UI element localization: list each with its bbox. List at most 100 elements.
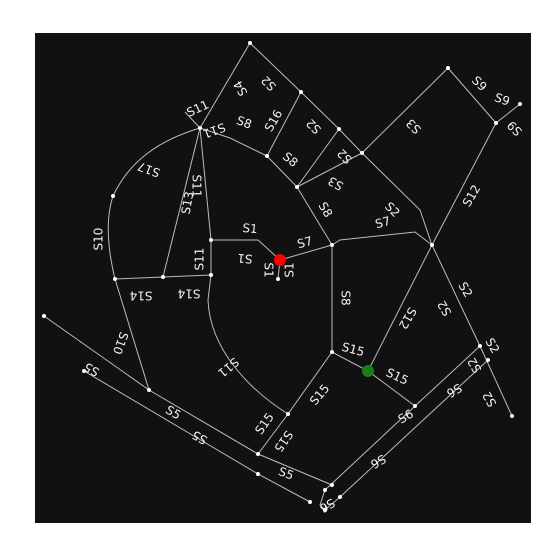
street-label: S7 (296, 234, 314, 251)
node (248, 41, 252, 45)
street-label: S1 (242, 221, 258, 236)
road-s3-upper (361, 67, 449, 154)
street-label: S6 (317, 496, 337, 516)
node (478, 344, 482, 348)
road-s10-upper (107, 195, 116, 280)
street-label: S2 (435, 298, 455, 318)
road-s17 (112, 127, 201, 197)
street-label: S8 (280, 149, 301, 170)
street-label: S8 (316, 200, 336, 220)
road-s2-east (361, 152, 433, 246)
destination-marker[interactable] (362, 365, 374, 377)
street-label: S1 (262, 262, 276, 277)
street-label: S10 (92, 228, 106, 251)
road-s2-southeast (431, 244, 513, 417)
road-s5-north (43, 315, 333, 486)
node (286, 412, 290, 416)
node (82, 369, 86, 373)
street-label: S8 (339, 290, 353, 305)
node (147, 388, 151, 392)
road-s8-lower (296, 186, 333, 246)
street-label: S6 (396, 407, 416, 427)
road-s8-mid (266, 155, 298, 188)
street-label: S17 (136, 159, 162, 180)
node (323, 508, 327, 512)
road-s16 (266, 91, 302, 157)
node (446, 66, 450, 70)
node (308, 500, 312, 504)
street-label: S8 (235, 113, 254, 131)
road-s6-link (319, 489, 326, 511)
road-s12-south (367, 244, 433, 372)
street-label: S1 (237, 251, 253, 266)
road-s1-north (211, 239, 281, 261)
road-s4-lower (199, 42, 251, 129)
street-label: S5 (82, 360, 102, 380)
intersection-nodes (42, 41, 522, 512)
street-label: S10 (110, 330, 131, 356)
street-label: S3 (403, 116, 424, 137)
road-s12-north (431, 122, 497, 246)
node (256, 452, 260, 456)
street-label: S7 (374, 214, 392, 231)
road-s3-lower (296, 152, 363, 188)
street-label: S9 (504, 118, 525, 139)
node (413, 404, 417, 408)
street-label: S11 (201, 120, 227, 141)
node (494, 121, 498, 125)
road-s8-upper (199, 127, 268, 157)
street-label: S14 (178, 287, 201, 301)
street-label: S15 (384, 365, 411, 387)
node (330, 483, 334, 487)
street-label: S2 (483, 336, 503, 356)
street-label: S9 (493, 90, 512, 108)
node (486, 358, 490, 362)
node (330, 243, 334, 247)
street-label: S4 (231, 78, 251, 98)
node (209, 273, 213, 277)
node (209, 238, 213, 242)
street-label: S2 (334, 146, 355, 167)
street-label: S15 (307, 381, 332, 408)
map-panel[interactable]: S1 S1 S1 S1 S2 S2 S2 S2 S2 S2 S2 S2 S2 S… (35, 33, 531, 523)
street-label: S11 (190, 175, 204, 198)
node (42, 314, 46, 318)
road-s9-east (495, 103, 521, 124)
street-label: S6 (444, 381, 464, 401)
node (510, 414, 514, 418)
road-s9 (447, 67, 497, 124)
road-s7-east (331, 231, 433, 246)
node (276, 277, 280, 281)
street-label: S15 (340, 340, 366, 359)
road-s2-mid (296, 128, 340, 188)
node (360, 151, 364, 155)
street-label: S3 (326, 174, 346, 194)
node (295, 185, 299, 189)
street-label: S2 (456, 280, 476, 300)
street-labels: S1 S1 S1 S1 S2 S2 S2 S2 S2 S2 S2 S2 S2 S… (82, 73, 525, 515)
road-s11-north (184, 111, 201, 129)
road-s4 (249, 42, 302, 93)
route-markers (274, 254, 374, 377)
node (111, 194, 115, 198)
street-label: S11 (193, 248, 207, 271)
node (161, 275, 165, 279)
node (299, 90, 303, 94)
street-label: S13 (179, 190, 197, 215)
street-label: S14 (130, 289, 153, 303)
origin-marker[interactable] (274, 254, 286, 266)
road-s10-lower (114, 278, 150, 391)
road-s11-spine (199, 127, 289, 415)
street-map[interactable]: S1 S1 S1 S1 S2 S2 S2 S2 S2 S2 S2 S2 S2 S… (35, 33, 531, 523)
street-label: S6 (368, 452, 388, 472)
street-label: S5 (277, 464, 296, 482)
node (330, 350, 334, 354)
node (338, 495, 342, 499)
street-label: S5 (190, 428, 210, 448)
node (323, 488, 327, 492)
street-label: S5 (163, 403, 183, 423)
street-label: S2 (465, 355, 485, 375)
street-label: S11 (215, 355, 242, 380)
street-label: S2 (303, 116, 324, 137)
node (337, 127, 341, 131)
